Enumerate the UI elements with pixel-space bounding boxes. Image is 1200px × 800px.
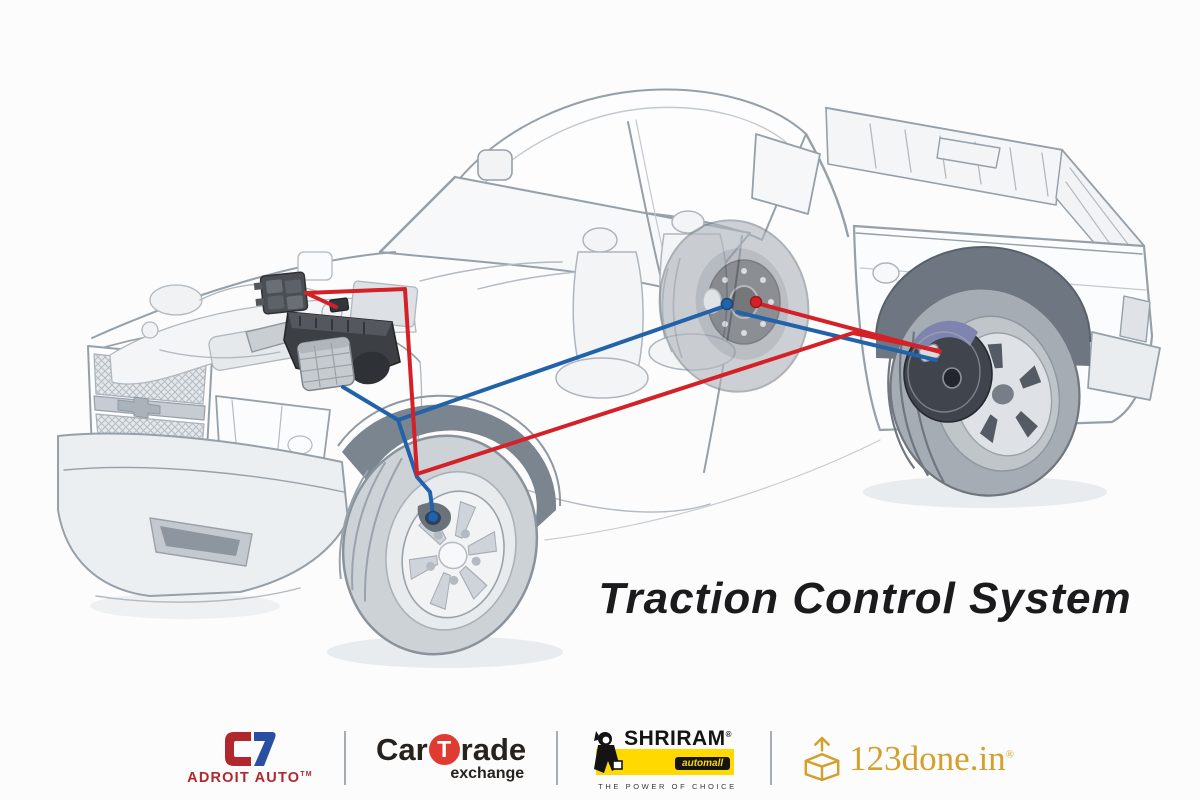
123done-wordmark: 123done.in® (849, 738, 1015, 778)
cartrade-t-badge-icon: T (428, 733, 460, 765)
cartrade-exchange-label: exchange (450, 764, 525, 782)
page-title: Traction Control System (598, 574, 1132, 623)
rear-arch-edge (875, 246, 1092, 343)
front-fascia (57, 345, 349, 603)
front-bumper (57, 432, 349, 597)
bulkhead-window (936, 137, 1001, 169)
fluid-reservoir (297, 336, 355, 392)
adroit-auto-wordmark: ADROIT AUTOTM (187, 769, 313, 786)
a-pillar (378, 175, 457, 254)
footer-divider (343, 731, 346, 785)
shriram-wordmark: SHRIRAM® (624, 727, 733, 750)
pump-motor (350, 351, 390, 385)
shriram-tagline: THE POWER OF CHOICE (598, 782, 737, 791)
shriram-automall-badge: automall (675, 757, 731, 770)
logo-shriram-automall: SHRIRAM® automall THE POWER OF CHOICE (588, 725, 740, 791)
logo-cartrade-exchange: Car T rade exchange (375, 731, 527, 783)
footer-logo-strip: ADROIT AUTOTM Car T rade exchange (0, 716, 1200, 800)
adroit-auto-mark-icon (224, 731, 276, 766)
footer-divider (556, 731, 559, 785)
shriram-mascot-icon (594, 731, 623, 773)
front-fender-arch (337, 394, 562, 507)
sensor-line-front (396, 418, 435, 516)
truck-body (57, 88, 1161, 603)
open-box-icon (804, 736, 840, 781)
ecu-module (253, 271, 309, 315)
connection-dots (426, 295, 763, 524)
cartrade-wordmark: Car T rade (375, 731, 527, 767)
fuel-door (872, 262, 900, 284)
front-wheel (337, 394, 562, 656)
rear-bumper (1087, 331, 1161, 401)
abs-hydraulic-unit (245, 297, 401, 392)
tail-lamp (1119, 295, 1151, 343)
brake-lines (304, 287, 942, 476)
wheel-speed-sensor-lines (341, 303, 938, 516)
logo-123done: 123done.in® (802, 735, 1014, 781)
cab-rear-edge (804, 132, 850, 238)
brake-line-ecu-stub (304, 291, 338, 309)
chevrolet-bowtie (117, 396, 161, 419)
front-wheel-arch-shadow (342, 404, 557, 532)
sensor-line-rear-near (735, 310, 938, 362)
rearview-mirror (477, 149, 513, 181)
brake-line-main (304, 287, 942, 476)
footer-divider (770, 731, 773, 785)
rear-wheel (875, 246, 1092, 497)
rear-side-window (751, 133, 821, 215)
logo-adroit-auto: ADROIT AUTOTM (186, 731, 314, 786)
brake-line-rear (754, 301, 942, 354)
